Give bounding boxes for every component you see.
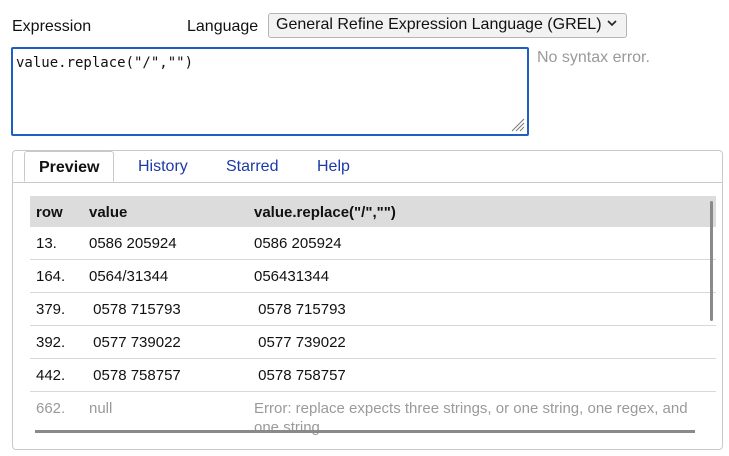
table-row: 164. 0564/31344 056431344: [30, 260, 716, 293]
row-result: 0586 205924: [254, 235, 342, 252]
tab-starred[interactable]: Starred: [226, 158, 279, 175]
expression-text: value.replace("/",""): [16, 55, 194, 71]
row-value: 0578 758757: [89, 367, 181, 384]
table-row: 379. 0578 715793 0578 715793: [30, 293, 716, 326]
row-number: 392.: [36, 334, 66, 351]
preview-panel: Preview History Starred Help row value v…: [12, 150, 723, 450]
language-label: Language: [187, 18, 259, 35]
horizontal-scrollbar[interactable]: [35, 430, 695, 433]
resize-handle-icon[interactable]: [509, 116, 525, 132]
row-value: 0578 715793: [89, 301, 181, 318]
row-number: 164.: [36, 268, 66, 285]
row-number: 662.: [36, 400, 66, 417]
table-row: 442. 0578 758757 0578 758757: [30, 359, 716, 392]
row-result: 0578 715793: [254, 301, 346, 318]
table-header: row value value.replace("/",""): [30, 196, 716, 227]
table-row: 392. 0577 739022 0577 739022: [30, 326, 716, 359]
expression-input[interactable]: value.replace("/",""): [11, 47, 529, 136]
tab-help[interactable]: Help: [317, 158, 350, 175]
preview-table: row value value.replace("/","") 13. 0586…: [30, 196, 716, 456]
table-row: 662. null Error: replace expects three s…: [30, 392, 716, 452]
header-value: value: [89, 204, 128, 221]
row-value: 0564/31344: [89, 268, 169, 285]
language-select-value: General Refine Expression Language (GREL…: [276, 16, 602, 33]
row-result: 0578 758757: [254, 367, 346, 384]
header-row: row: [36, 204, 63, 221]
expression-label: Expression: [12, 18, 92, 35]
row-value: 0577 739022: [89, 334, 181, 351]
tab-strip: Preview History Starred Help: [13, 151, 722, 183]
tab-preview[interactable]: Preview: [24, 151, 115, 182]
row-number: 442.: [36, 367, 66, 384]
row-number: 379.: [36, 301, 66, 318]
table-row: 13. 0586 205924 0586 205924: [30, 227, 716, 260]
row-result: 0577 739022: [254, 334, 346, 351]
row-result: 056431344: [254, 268, 330, 285]
row-number: 13.: [36, 235, 57, 252]
vertical-scrollbar[interactable]: [710, 201, 713, 321]
row-value: 0586 205924: [89, 235, 177, 252]
tab-history[interactable]: History: [138, 158, 188, 175]
header-result: value.replace("/",""): [254, 204, 396, 221]
row-value: null: [89, 400, 113, 417]
language-select[interactable]: General Refine Expression Language (GREL…: [268, 13, 627, 38]
chevron-down-icon: [607, 20, 617, 27]
syntax-status: No syntax error.: [537, 49, 650, 66]
